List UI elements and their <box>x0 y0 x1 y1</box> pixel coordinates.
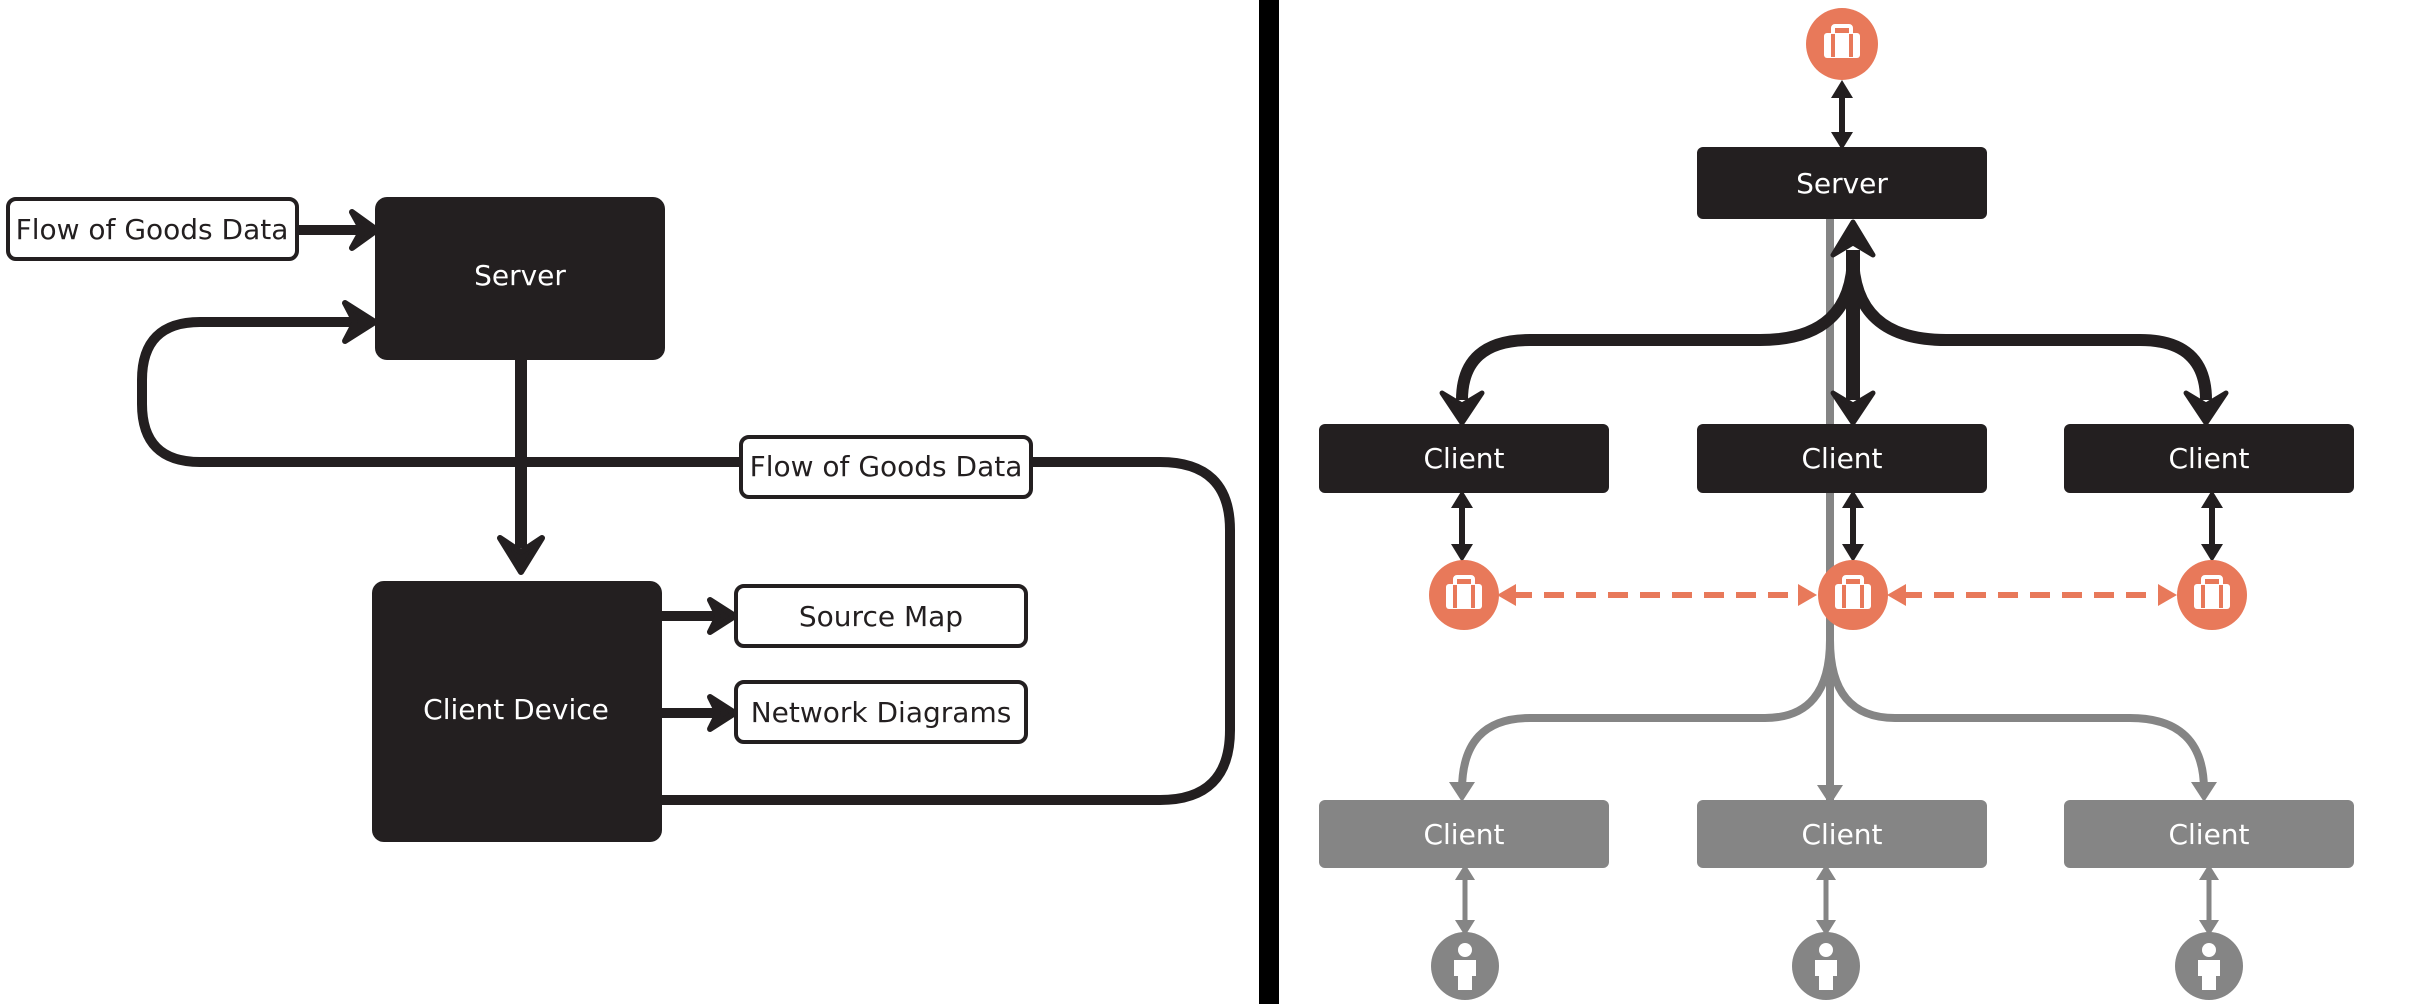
client-label: Client <box>1423 442 1504 475</box>
client-box-bottom-left: Client <box>1319 800 1609 868</box>
gray-arrowhead-left <box>1449 782 1475 802</box>
source-map-text: Source Map <box>799 600 963 633</box>
client-person-links <box>1455 864 2219 936</box>
client-label: Client <box>1801 442 1882 475</box>
briefcase-icon <box>1818 560 1888 630</box>
flow-top-arrowhead <box>349 209 380 251</box>
gray-branch-left <box>1458 639 1834 791</box>
briefcase-icon <box>1429 560 1499 630</box>
dark-arrowhead-center <box>1830 390 1876 426</box>
person-icon <box>1792 932 1860 1000</box>
dark-branch-left <box>1456 254 1859 401</box>
network-diagrams-text: Network Diagrams <box>751 696 1012 729</box>
gray-arrowhead-right <box>2191 782 2217 802</box>
loop-arrowhead <box>342 300 378 344</box>
left-server-label: Server <box>474 259 566 292</box>
dark-arrowhead-right <box>2183 390 2229 426</box>
client-box-top-right: Client <box>2064 424 2354 493</box>
left-server-box: Server <box>375 197 665 360</box>
peer-dashed-links <box>1497 584 2177 606</box>
server-to-client-arrowhead <box>497 535 545 575</box>
flow-label-loop-box: Flow of Goods Data <box>739 435 1033 499</box>
person-icon <box>1431 932 1499 1000</box>
client-box-top-left: Client <box>1319 424 1609 493</box>
to-network-diagrams-arrowhead <box>707 694 738 732</box>
dark-arrowhead-left <box>1439 390 1485 426</box>
dark-arrowhead-up <box>1830 219 1876 258</box>
client-label: Client <box>2168 818 2249 851</box>
top-link-arrowhead-up <box>1831 80 1853 98</box>
network-diagrams-box: Network Diagrams <box>734 680 1028 744</box>
gray-arrowhead-center <box>1817 785 1843 805</box>
panel-divider <box>1259 0 1279 1004</box>
source-map-box: Source Map <box>734 584 1028 648</box>
client-device-box: Client Device <box>372 581 662 842</box>
flow-label-loop-text: Flow of Goods Data <box>750 450 1023 483</box>
right-diagram: Server Client Client Client <box>1319 8 2354 1000</box>
client-box-bottom-center: Client <box>1697 800 1987 868</box>
client-label: Client <box>2168 442 2249 475</box>
client-box-top-center: Client <box>1697 424 1987 493</box>
top-link-arrowhead-down <box>1831 132 1853 150</box>
dark-branch-right <box>1847 254 2212 401</box>
gray-branch-right <box>1826 639 2208 791</box>
left-diagram: Flow of Goods Data Server Flow of Goods … <box>6 197 1235 842</box>
flow-label-top-box: Flow of Goods Data <box>6 197 299 261</box>
client-box-bottom-right: Client <box>2064 800 2354 868</box>
briefcase-icon <box>1806 8 1878 80</box>
client-label: Client <box>1423 818 1504 851</box>
person-icon <box>2175 932 2243 1000</box>
flow-label-top-text: Flow of Goods Data <box>16 213 289 246</box>
briefcase-icon <box>2177 560 2247 630</box>
right-server-label: Server <box>1796 167 1888 200</box>
client-label: Client <box>1801 818 1882 851</box>
loop-connector <box>137 317 1235 805</box>
client-device-label: Client Device <box>423 693 609 726</box>
right-server-box: Server <box>1697 147 1987 219</box>
client-briefcase-links <box>1451 490 2223 562</box>
to-source-map-arrowhead <box>707 597 738 635</box>
